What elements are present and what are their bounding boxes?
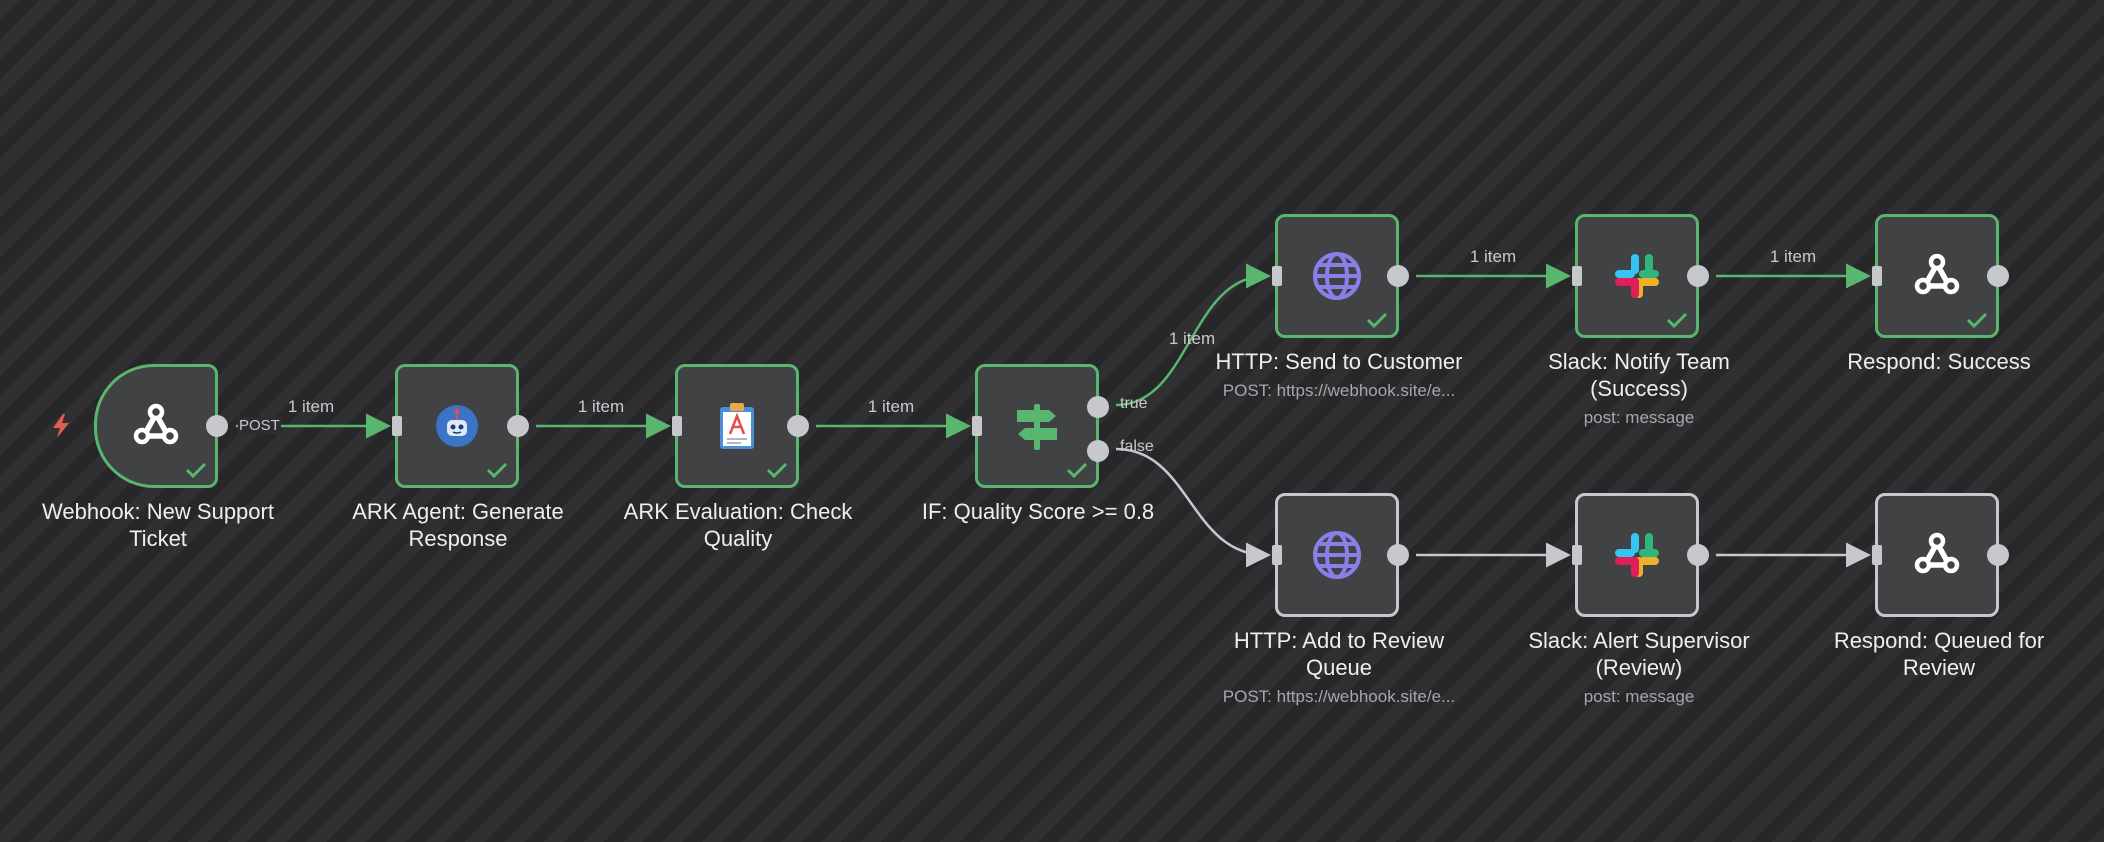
webhook-icon <box>128 398 184 454</box>
node-title-http-customer: HTTP: Send to Customer <box>1199 348 1479 375</box>
output-handle[interactable] <box>787 415 809 437</box>
slack-icon <box>1609 527 1665 583</box>
output-handle[interactable] <box>1387 265 1409 287</box>
input-handle[interactable] <box>1272 266 1282 286</box>
output-handle[interactable] <box>507 415 529 437</box>
robot-icon <box>429 398 485 454</box>
title-line: (Review) <box>1595 655 1683 680</box>
node-title-slack-alert: Slack: Alert Supervisor (Review) <box>1499 627 1779 681</box>
output-handle[interactable] <box>1987 544 2009 566</box>
node-subtitle-slack-alert: post: message <box>1583 687 1695 706</box>
webhook-icon <box>1909 248 1965 304</box>
title-line: Respond: Success <box>1847 349 2031 374</box>
input-handle[interactable] <box>1872 545 1882 565</box>
node-title-ark-evaluation: ARK Evaluation: Check Quality <box>598 498 878 552</box>
title-line: IF: Quality Score >= 0.8 <box>921 499 1155 524</box>
output-handle-true[interactable] <box>1087 396 1109 418</box>
node-http-add-to-review-queue[interactable] <box>1272 493 1409 617</box>
title-line: HTTP: Send to Customer <box>1215 349 1463 374</box>
output-handle[interactable] <box>1687 265 1709 287</box>
node-title-slack-notify: Slack: Notify Team (Success) <box>1499 348 1779 402</box>
input-handle[interactable] <box>392 416 402 436</box>
output-handle[interactable] <box>1987 265 2009 287</box>
title-line: ARK Evaluation: Check <box>623 499 853 524</box>
success-check-icon <box>185 461 207 479</box>
globe-icon <box>1309 248 1365 304</box>
node-subtitle-slack-notify: post: message <box>1583 408 1695 427</box>
node-title-if: IF: Quality Score >= 0.8 <box>898 498 1178 525</box>
success-check-icon <box>1666 311 1688 329</box>
title-line: (Success) <box>1590 376 1688 401</box>
node-title-respond-success: Respond: Success <box>1799 348 2079 375</box>
node-subtitle-http-review: POST: https://webhook.site/e... <box>1222 687 1456 706</box>
edge-label-if-true-to-http-customer: 1 item <box>1168 329 1216 348</box>
success-check-icon <box>486 461 508 479</box>
success-check-icon <box>766 461 788 479</box>
node-if-quality-score[interactable] <box>972 364 1109 488</box>
input-handle[interactable] <box>972 416 982 436</box>
success-check-icon <box>1966 311 1988 329</box>
branch-label-true: true <box>1120 395 1148 412</box>
node-ark-evaluation-check-quality[interactable] <box>672 364 809 488</box>
title-line: Review <box>1902 655 1976 680</box>
title-line: Slack: Alert Supervisor <box>1528 628 1750 653</box>
input-handle[interactable] <box>1572 266 1582 286</box>
lightning-bolt-icon <box>50 413 72 439</box>
title-line: ARK Agent: Generate <box>352 499 564 524</box>
branch-label-false: false <box>1120 438 1154 455</box>
title-line: Ticket <box>129 526 187 551</box>
clipboard-icon <box>709 398 765 454</box>
edge-label-ark-eval-to-if: 1 item <box>867 397 915 416</box>
input-handle[interactable] <box>672 416 682 436</box>
edge-label-webhook-to-ark-agent: 1 item <box>287 397 335 416</box>
node-respond-queued-for-review[interactable] <box>1872 493 2009 617</box>
node-slack-alert-supervisor[interactable] <box>1572 493 1709 617</box>
node-http-send-to-customer[interactable] <box>1272 214 1409 338</box>
title-line: Respond: Queued for <box>1833 628 2045 653</box>
output-handle[interactable] <box>206 415 228 437</box>
slack-icon <box>1609 248 1665 304</box>
node-title-http-review: HTTP: Add to Review Queue <box>1199 627 1479 681</box>
node-title-respond-queued: Respond: Queued for Review <box>1799 627 2079 681</box>
node-webhook-new-support-ticket[interactable] <box>94 364 228 488</box>
node-subtitle-http-customer: POST: https://webhook.site/e... <box>1222 381 1456 400</box>
input-handle[interactable] <box>1572 545 1582 565</box>
signpost-icon <box>1009 398 1065 454</box>
output-handle-false[interactable] <box>1087 440 1109 462</box>
node-title-ark-agent: ARK Agent: Generate Response <box>318 498 598 552</box>
title-line: HTTP: Add to Review <box>1233 628 1445 653</box>
node-ark-agent-generate-response[interactable] <box>392 364 529 488</box>
title-line: Response <box>408 526 508 551</box>
output-handle[interactable] <box>1687 544 1709 566</box>
webhook-method-label: POST <box>238 417 281 434</box>
webhook-icon <box>1909 527 1965 583</box>
node-slack-notify-team[interactable] <box>1572 214 1709 338</box>
input-handle[interactable] <box>1272 545 1282 565</box>
globe-icon <box>1309 527 1365 583</box>
output-handle[interactable] <box>1387 544 1409 566</box>
node-title-webhook: Webhook: New Support Ticket <box>18 498 298 552</box>
edge-label-http-customer-to-slack-notify: 1 item <box>1469 247 1517 266</box>
edge-label-slack-notify-to-respond-success: 1 item <box>1769 247 1817 266</box>
title-line: Webhook: New Support <box>42 499 274 524</box>
success-check-icon <box>1066 461 1088 479</box>
title-line: Queue <box>1305 655 1373 680</box>
node-respond-success[interactable] <box>1872 214 2009 338</box>
edge-label-ark-agent-to-ark-eval: 1 item <box>577 397 625 416</box>
title-line: Quality <box>703 526 773 551</box>
success-check-icon <box>1366 311 1388 329</box>
input-handle[interactable] <box>1872 266 1882 286</box>
title-line: Slack: Notify Team <box>1548 349 1730 374</box>
